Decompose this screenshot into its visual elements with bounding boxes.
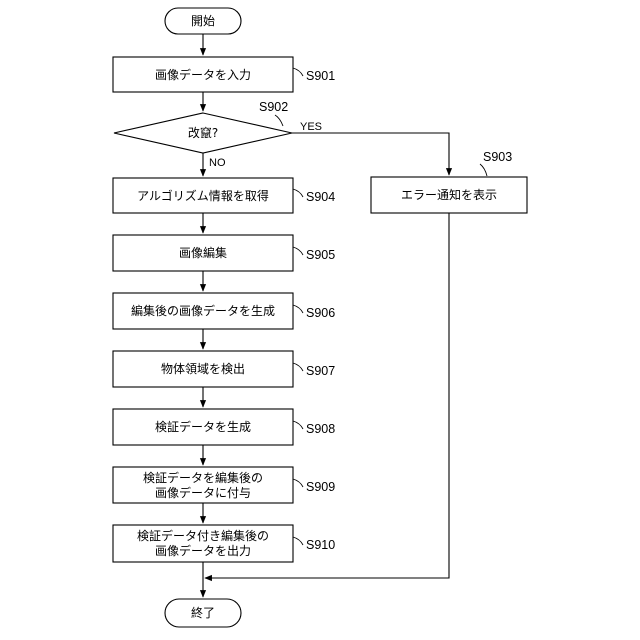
end-terminal: 終了 xyxy=(165,599,241,627)
step-s905-leader xyxy=(293,247,303,255)
step-s907: 物体領域を検出 S907 xyxy=(113,351,335,387)
step-s909-text-line2: 画像データに付与 xyxy=(155,485,251,500)
step-s909: 検証データを編集後の 画像データに付与 S909 xyxy=(113,467,335,503)
step-s905: 画像編集 S905 xyxy=(113,235,335,271)
step-s910-text-line1: 検証データ付き編集後の xyxy=(137,528,269,543)
step-s904-leader xyxy=(293,189,303,197)
step-s904-text: アルゴリズム情報を取得 xyxy=(137,188,269,203)
step-s904-label: S904 xyxy=(306,190,335,204)
step-s907-leader xyxy=(293,363,303,371)
step-s907-text: 物体領域を検出 xyxy=(161,361,245,376)
step-s908: 検証データを生成 S908 xyxy=(113,409,335,445)
step-s909-text-line1: 検証データを編集後の xyxy=(143,470,263,485)
step-s903-text: エラー通知を表示 xyxy=(401,188,497,202)
step-s910-label: S910 xyxy=(306,538,335,552)
yes-branch-arrow xyxy=(292,133,449,175)
step-s908-leader xyxy=(293,421,303,429)
start-terminal: 開始 xyxy=(165,8,241,34)
step-s906-label: S906 xyxy=(306,306,335,320)
decision-no-label: NO xyxy=(209,157,226,169)
step-s908-text: 検証データを生成 xyxy=(155,419,251,434)
step-s906-text: 編集後の画像データを生成 xyxy=(131,303,275,318)
decision-leader xyxy=(275,115,283,126)
decision-s902: 改竄? S902 YES NO xyxy=(114,100,322,169)
decision-text: 改竄? xyxy=(188,125,218,140)
step-s905-label: S905 xyxy=(306,248,335,262)
end-label: 終了 xyxy=(191,605,215,620)
step-s901: 画像データを入力 S901 xyxy=(113,57,335,92)
step-s910-text-line2: 画像データを出力 xyxy=(155,543,251,558)
step-s901-text: 画像データを入力 xyxy=(155,67,251,82)
decision-label: S902 xyxy=(259,100,288,114)
step-s903-leader xyxy=(480,164,487,176)
start-label: 開始 xyxy=(191,14,215,28)
step-s909-leader xyxy=(293,479,303,487)
step-s908-label: S908 xyxy=(306,422,335,436)
step-s907-label: S907 xyxy=(306,364,335,378)
step-s903-label: S903 xyxy=(483,150,512,164)
step-s904: アルゴリズム情報を取得 S904 xyxy=(113,178,335,213)
step-s910-leader xyxy=(293,537,303,545)
step-s906: 編集後の画像データを生成 S906 xyxy=(113,293,335,329)
decision-yes-label: YES xyxy=(300,121,322,133)
step-s901-leader xyxy=(293,68,303,76)
step-s910: 検証データ付き編集後の 画像データを出力 S910 xyxy=(113,525,335,562)
step-s905-text: 画像編集 xyxy=(179,245,227,260)
step-s906-leader xyxy=(293,305,303,313)
step-s901-label: S901 xyxy=(306,69,335,83)
step-s909-label: S909 xyxy=(306,480,335,494)
